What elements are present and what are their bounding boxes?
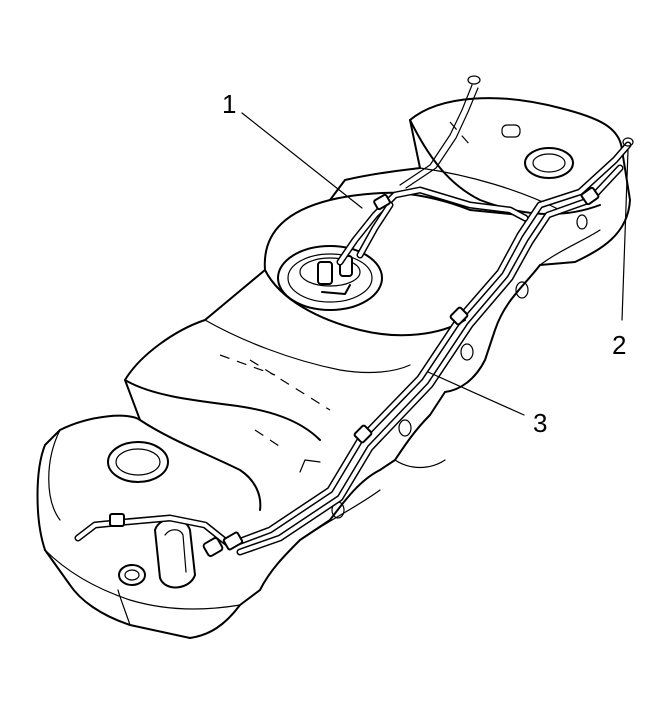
leader-line-3 (427, 371, 525, 416)
callout-1-label: 1 (222, 89, 236, 119)
callout-leaders (241, 112, 629, 416)
mounting-boss-icon (331, 214, 588, 519)
leader-line-1 (241, 112, 363, 209)
leader-line-2 (621, 149, 629, 321)
filler-opening-icon (107, 441, 169, 483)
fuel-pump-module (277, 245, 383, 311)
callout-3-label: 3 (533, 408, 547, 438)
fuel-lines (74, 75, 634, 557)
sender-opening-icon (501, 124, 574, 179)
fuel-tank-body (36, 97, 631, 639)
callout-2-label: 2 (612, 330, 626, 360)
